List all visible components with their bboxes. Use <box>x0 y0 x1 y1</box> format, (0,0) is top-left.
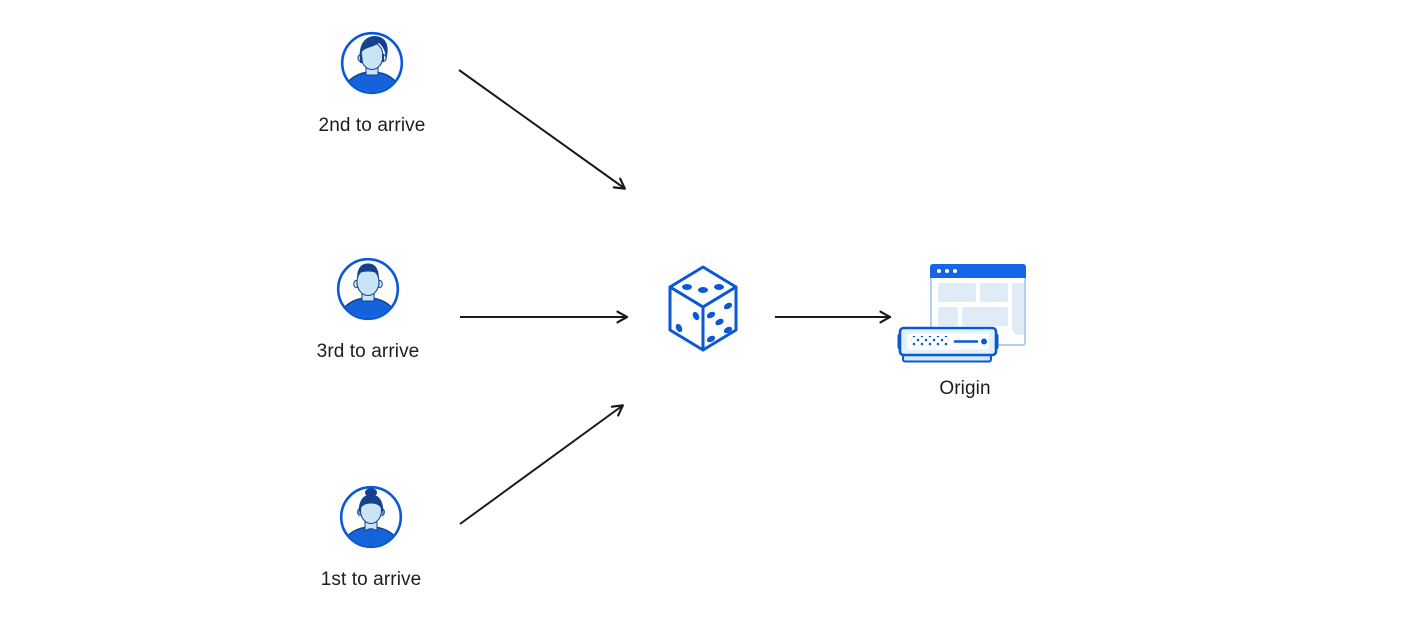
window-dot <box>937 269 941 273</box>
origin-label: Origin <box>939 378 991 399</box>
node-randomizer <box>666 264 740 354</box>
man-short-hair-avatar-icon <box>336 257 400 321</box>
wireframe-block <box>980 283 1008 302</box>
window-dot <box>953 269 957 273</box>
wireframe-block <box>962 307 1008 326</box>
visitor-2nd-label: 2nd to arrive <box>318 115 426 136</box>
wireframe-block <box>1012 283 1024 335</box>
wireframe-block <box>938 283 976 302</box>
dice-icon <box>668 265 738 352</box>
man-swept-hair-avatar-icon <box>340 31 404 95</box>
browser-titlebar <box>930 264 1026 278</box>
arrow-visitor-1st-to-randomizer <box>459 404 624 525</box>
visitor-3rd-label: 3rd to arrive <box>316 341 420 362</box>
node-visitor-3rd: 3rd to arrive <box>317 257 419 362</box>
window-dot <box>945 269 949 273</box>
node-visitor-1st: 1st to arrive <box>321 485 421 590</box>
node-visitor-2nd: 2nd to arrive <box>319 31 425 136</box>
woman-bun-avatar-icon <box>339 485 403 549</box>
arrow-visitor-2nd-to-randomizer <box>458 69 626 190</box>
browser-wireframe-content <box>938 283 1024 338</box>
visitor-1st-label: 1st to arrive <box>320 569 422 590</box>
server-icon <box>897 326 999 363</box>
wireframe-block <box>938 307 958 326</box>
